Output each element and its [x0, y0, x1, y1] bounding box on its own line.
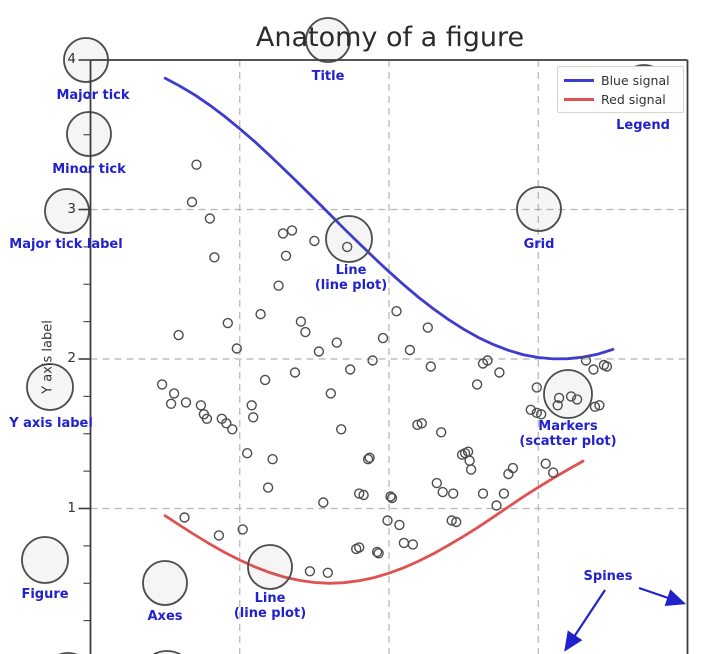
annotation-title-circle [305, 17, 351, 63]
annotation-minor-tick-label: Minor tick [52, 162, 126, 177]
y-tick-label-2: 2 [67, 350, 76, 366]
annotation-grid-label: Grid [523, 237, 555, 252]
y-tick-label-3: 3 [67, 200, 76, 217]
legend-line-sample [564, 78, 594, 82]
annotation-axes-label: Axes [147, 609, 183, 624]
legend-item: Blue signal [564, 72, 677, 88]
annotation-markers-circle [543, 369, 593, 419]
scatter-points [156, 159, 613, 578]
annotation-title-label: Title [311, 69, 345, 84]
annotation-grid-circle [516, 186, 562, 232]
annotation-minor-tick-circle [66, 111, 112, 157]
annotation-spines-label: Spines [583, 569, 633, 584]
annotation-major-tick-label-circle [44, 188, 90, 234]
annotation-line-blue-label: Line(line plot) [314, 263, 388, 293]
annotation-y-axis-label-circle [26, 363, 74, 411]
annotation-major-tick-label-label: Major tick label [9, 237, 123, 252]
blue-signal-line [163, 76, 615, 361]
figure-title: Anatomy of a figure [255, 22, 525, 53]
annotation-legend-label: Legend [616, 118, 670, 133]
legend-item: Red signal [564, 91, 677, 107]
legend-line-sample [564, 97, 594, 101]
annotation-major-tick-label: Major tick [56, 88, 130, 103]
annotation-spines-arrow [638, 586, 687, 607]
y-tick-label-4: 4 [67, 51, 76, 67]
annotation-markers-label: Markers(scatter plot) [519, 419, 617, 449]
annotation-line-blue-circle [325, 215, 373, 263]
y-tick-label-1: 1 [67, 499, 76, 516]
annotation-y-axis-label-label: Y axis label [9, 416, 93, 431]
legend-item-label: Red signal [601, 91, 666, 107]
annotation-line-red-circle [247, 544, 293, 590]
annotation-axes-circle [142, 560, 188, 606]
annotation-figure-circle [21, 536, 69, 584]
annotation-figure-label: Figure [21, 587, 69, 602]
annotation-spines-arrow [564, 589, 606, 652]
legend-item-label: Blue signal [601, 72, 670, 88]
annotation-line-red-label: Line(line plot) [233, 591, 307, 621]
annotation-bottom-tick-circle-right-circle [152, 650, 182, 654]
red-signal-line [163, 459, 585, 585]
